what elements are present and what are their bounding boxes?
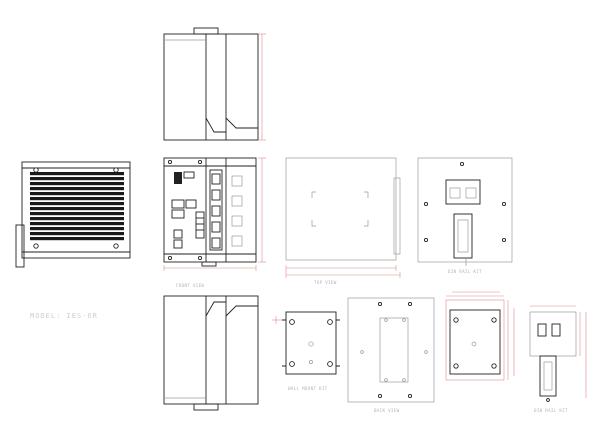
bottom-profile-view [163, 295, 259, 411]
front-view [163, 157, 266, 271]
din-rail-back-view [417, 157, 513, 266]
top-view-label: TOP VIEW [314, 280, 337, 285]
back-view [347, 297, 435, 403]
top-profile-view [163, 27, 266, 141]
wall-mount-label: WALL MOUNT KIT [288, 386, 328, 391]
din-rail-back-label: DIN RAIL KIT [448, 269, 482, 274]
front-view-label: FRONT VIEW [176, 283, 204, 288]
model-label: MODEL: IES-6R [30, 312, 98, 320]
din-rail-kit-label: DIN RAIL KIT [534, 408, 568, 413]
wall-plate-dimension-view [445, 291, 515, 381]
back-view-label: BACK VIEW [374, 408, 400, 413]
top-view [285, 157, 401, 278]
din-rail-kit-view [529, 305, 587, 402]
wall-mount-kit-view [272, 311, 340, 375]
heatsink-side-view [15, 161, 131, 268]
